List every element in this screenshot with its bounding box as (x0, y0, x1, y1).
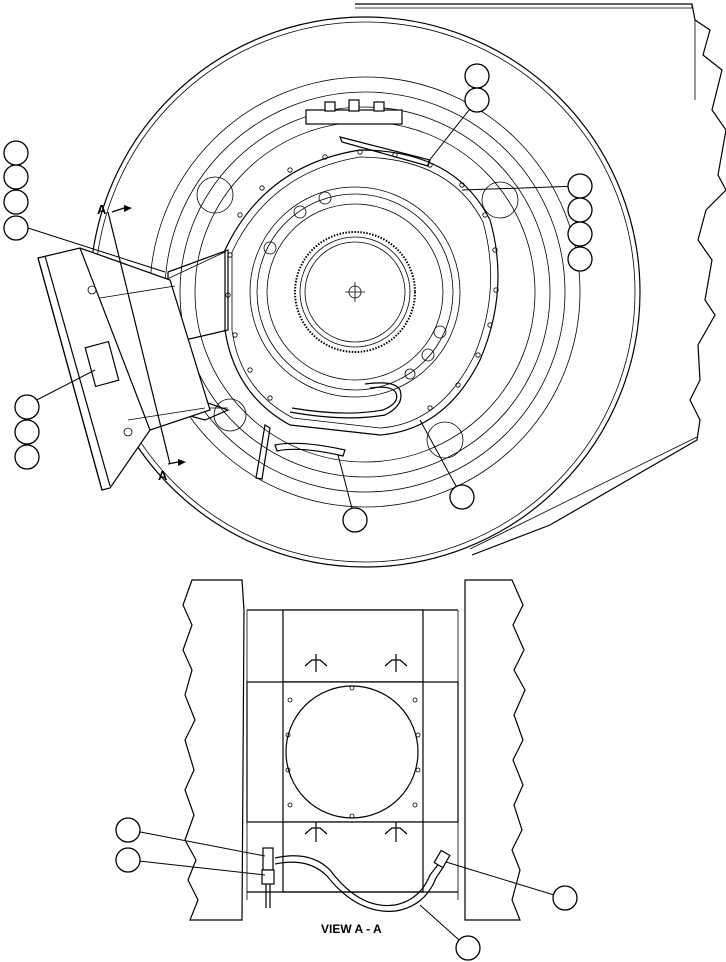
section-marker-top: A (97, 202, 107, 217)
top-view: A A (3, 3, 726, 568)
view-label: VIEW A - A (321, 922, 382, 936)
flange-bolt-holes (225, 149, 499, 411)
callout-bubbles-bottom (115, 817, 578, 961)
section-view: VIEW A - A (115, 579, 578, 961)
section-marker-bottom: A (158, 468, 168, 483)
callout-bubbles-top (3, 63, 593, 533)
wing-bolts (304, 654, 408, 842)
